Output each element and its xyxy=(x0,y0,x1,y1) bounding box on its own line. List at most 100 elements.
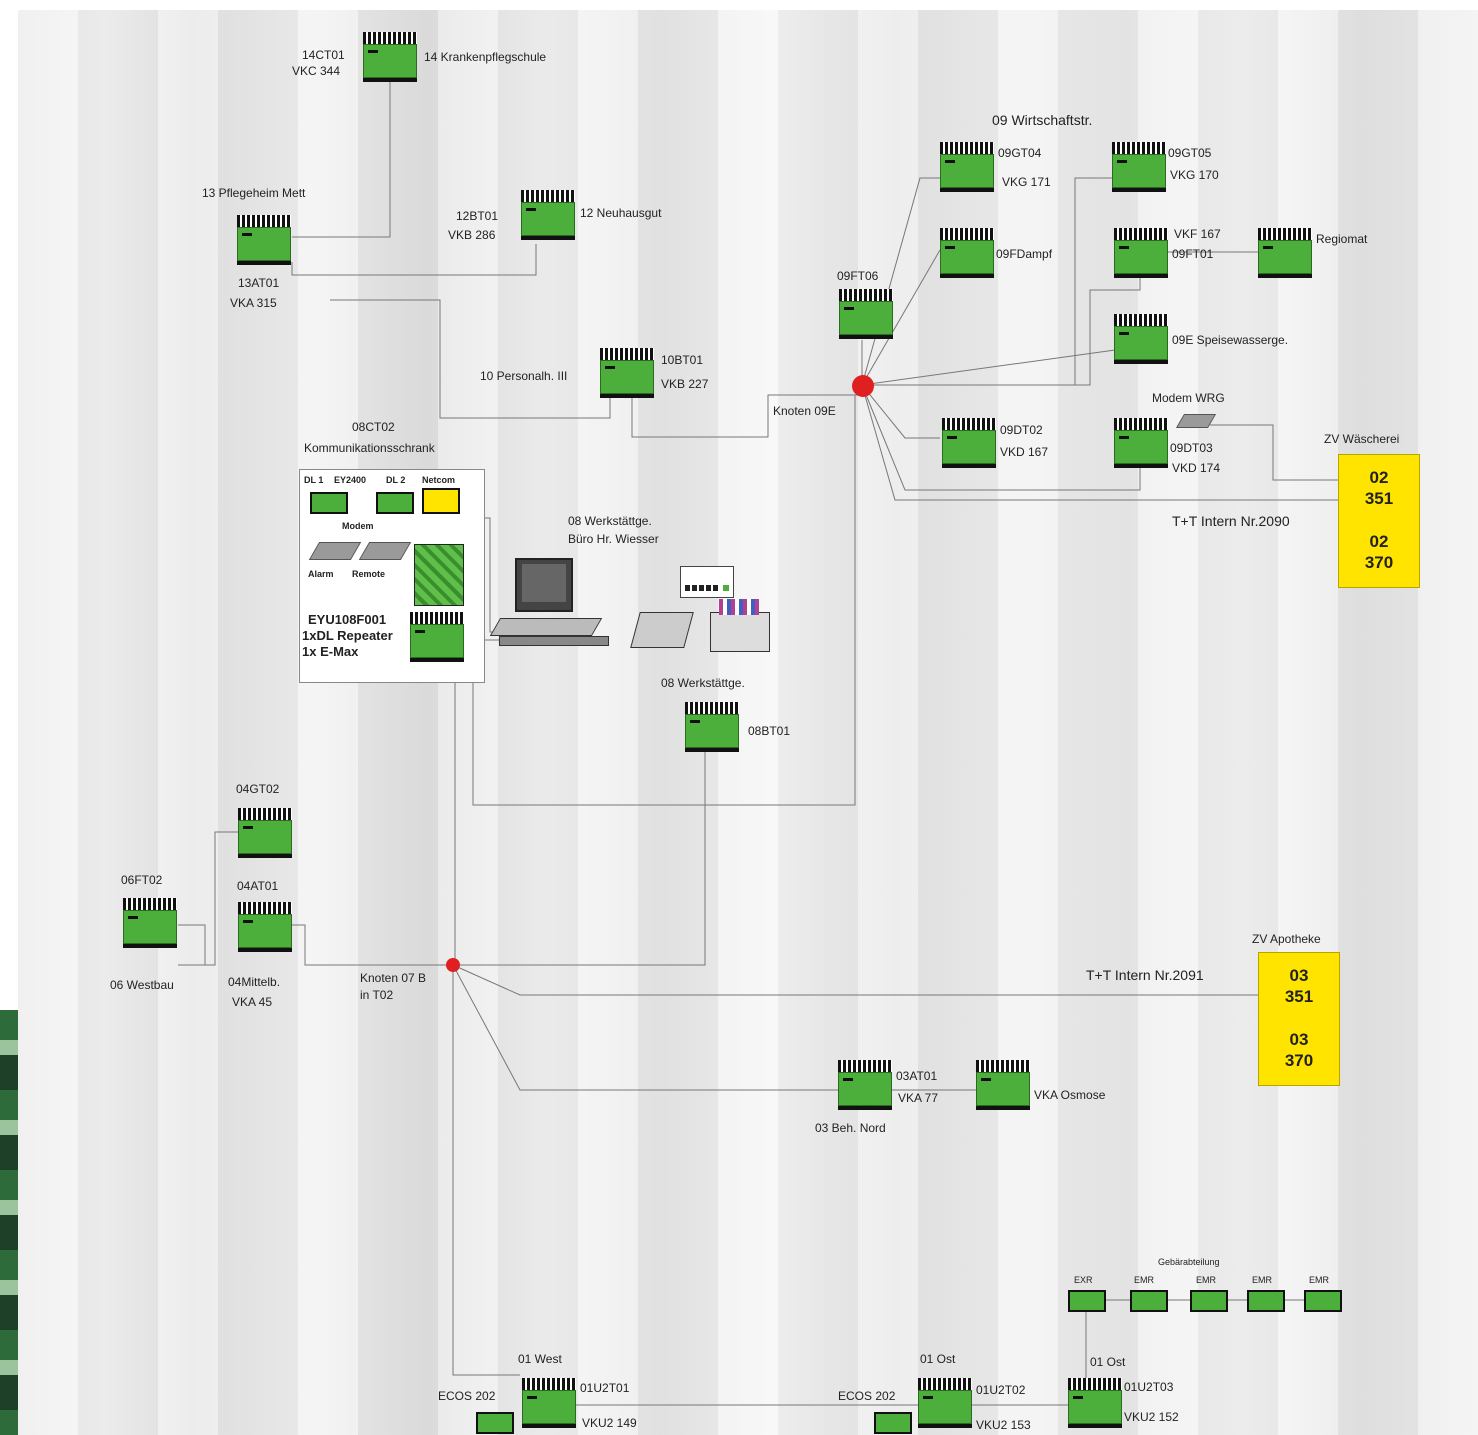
scanner-icon[interactable] xyxy=(630,612,694,648)
link-k09-fd xyxy=(861,249,941,386)
label-regiomat: Regiomat xyxy=(1316,232,1368,246)
label-13at01: 13AT01 xyxy=(238,276,280,290)
label-zv-waescherei: ZV Wäscherei xyxy=(1324,432,1400,446)
label-03at01: 03AT01 xyxy=(896,1069,938,1083)
label-zv-apotheke: ZV Apotheke xyxy=(1252,932,1321,946)
label-gebaerabteilung: Gebärabteilung xyxy=(1158,1257,1220,1267)
device-06ft02[interactable] xyxy=(123,898,177,948)
label-tt2091: T+T Intern Nr.2091 xyxy=(1086,967,1204,983)
label-vka77: VKA 77 xyxy=(898,1091,939,1105)
label-knoten-09e: Knoten 09E xyxy=(773,404,836,418)
label-13-pflegeheim: 13 Pflegeheim Mett xyxy=(202,186,306,200)
device-03at01[interactable] xyxy=(838,1060,892,1110)
geb-device-5[interactable] xyxy=(1304,1290,1342,1312)
device-08bt01[interactable] xyxy=(685,702,739,752)
device-01u2t01[interactable] xyxy=(522,1378,576,1428)
comm-ey2400: EY2400 xyxy=(334,475,367,485)
label-ecos-1: ECOS 202 xyxy=(438,1389,496,1403)
label-emr-2: EMR xyxy=(1196,1275,1216,1285)
dl1-device[interactable] xyxy=(310,492,348,514)
device-01u2t02[interactable] xyxy=(918,1378,972,1428)
device-12bt01[interactable] xyxy=(521,190,575,240)
netcom-device[interactable] xyxy=(422,488,460,514)
knoten-09e-node[interactable] xyxy=(852,375,874,397)
label-01u2t02: 01U2T02 xyxy=(976,1383,1026,1397)
computer-icon[interactable] xyxy=(489,558,610,650)
link-04gt xyxy=(178,831,238,966)
label-09ft01: 09FT01 xyxy=(1172,247,1214,261)
link-k07-01w xyxy=(452,965,520,1376)
label-06ft02: 06FT02 xyxy=(121,873,163,887)
label-buero-wiesser: Büro Hr. Wiesser xyxy=(568,532,659,546)
zv-apotheke-box: 03 351 03 370 xyxy=(1258,952,1340,1086)
device-14ct01[interactable] xyxy=(363,32,417,82)
alarm-modem-icon[interactable] xyxy=(308,542,362,560)
link-k09-09e xyxy=(861,349,1116,386)
label-vkb286: VKB 286 xyxy=(448,228,496,242)
remote-modem-icon[interactable] xyxy=(358,542,412,560)
label-12-neuhausgut: 12 Neuhausgut xyxy=(580,206,662,220)
label-modem-wrg: Modem WRG xyxy=(1152,391,1225,405)
device-09fdampf[interactable] xyxy=(940,228,994,278)
label-08bt01: 08BT01 xyxy=(748,724,791,738)
link-04at xyxy=(292,924,453,966)
ecos-device-2[interactable] xyxy=(874,1412,912,1434)
label-ecos-2: ECOS 202 xyxy=(838,1389,896,1403)
device-09ft01[interactable] xyxy=(1114,228,1168,278)
link-14-13 xyxy=(292,75,391,238)
label-09e: 09E Speisewasserge. xyxy=(1172,333,1289,347)
device-09dt03[interactable] xyxy=(1114,418,1168,468)
label-vka315: VKA 315 xyxy=(230,296,277,310)
label-vkd174: VKD 174 xyxy=(1172,461,1221,475)
comm-dl1: DL 1 xyxy=(304,475,324,485)
label-14ct01: 14CT01 xyxy=(302,48,345,62)
label-06-westbau: 06 Westbau xyxy=(110,978,174,992)
comm-alarm: Alarm xyxy=(308,569,334,579)
link-06-node xyxy=(178,924,206,965)
device-09gt04[interactable] xyxy=(940,142,994,192)
knoten-07b-node[interactable] xyxy=(446,958,460,972)
link-k07-08bt xyxy=(453,750,706,966)
device-regiomat[interactable] xyxy=(1258,228,1312,278)
device-01u2t03[interactable] xyxy=(1068,1378,1122,1428)
link-12-13 xyxy=(291,244,537,276)
ecos-device-1[interactable] xyxy=(476,1412,514,1434)
label-01-ost-2: 01 Ost xyxy=(1090,1355,1126,1369)
printer-icon[interactable] xyxy=(710,599,770,652)
eyu108f001-device[interactable] xyxy=(410,612,464,662)
link-13-10 xyxy=(330,299,611,419)
geb-device-3[interactable] xyxy=(1190,1290,1228,1312)
device-09gt05[interactable] xyxy=(1112,142,1166,192)
comm-eyu1: EYU108F001 xyxy=(308,612,387,627)
label-kommunikationsschrank: Kommunikationsschrank xyxy=(304,441,435,455)
device-13at01[interactable] xyxy=(237,215,291,265)
device-04at01[interactable] xyxy=(238,902,292,952)
label-04mittelb: 04Mittelb. xyxy=(228,975,281,989)
link-k09-dt02 xyxy=(861,384,940,439)
link-k09-zvw xyxy=(861,384,1338,501)
device-09ft06[interactable] xyxy=(839,289,893,339)
switch-device-icon[interactable] xyxy=(680,566,734,598)
label-emr-4: EMR xyxy=(1309,1275,1329,1285)
label-09gt04: 09GT04 xyxy=(998,146,1042,160)
device-vka-osmose[interactable] xyxy=(976,1060,1030,1110)
label-tt2090: T+T Intern Nr.2090 xyxy=(1172,513,1290,529)
label-vkb227: VKB 227 xyxy=(661,377,709,391)
geb-device-2[interactable] xyxy=(1130,1290,1168,1312)
geb-device-4[interactable] xyxy=(1247,1290,1285,1312)
label-14-kranken: 14 Krankenpflegschule xyxy=(424,50,547,64)
label-vka-osmose: VKA Osmose xyxy=(1034,1088,1106,1102)
comm-modem: Modem xyxy=(342,521,374,531)
label-vkg170: VKG 170 xyxy=(1170,168,1219,182)
label-vkf167: VKF 167 xyxy=(1174,227,1221,241)
label-vkg171: VKG 171 xyxy=(1002,175,1051,189)
device-09dt02[interactable] xyxy=(942,418,996,468)
device-09e[interactable] xyxy=(1114,314,1168,364)
label-01u2t01: 01U2T01 xyxy=(580,1381,630,1395)
label-exr: EXR xyxy=(1074,1275,1093,1285)
geb-device-1[interactable] xyxy=(1068,1290,1106,1312)
device-10bt01[interactable] xyxy=(600,348,654,398)
dl2-device[interactable] xyxy=(376,492,414,514)
device-04gt02[interactable] xyxy=(238,808,292,858)
